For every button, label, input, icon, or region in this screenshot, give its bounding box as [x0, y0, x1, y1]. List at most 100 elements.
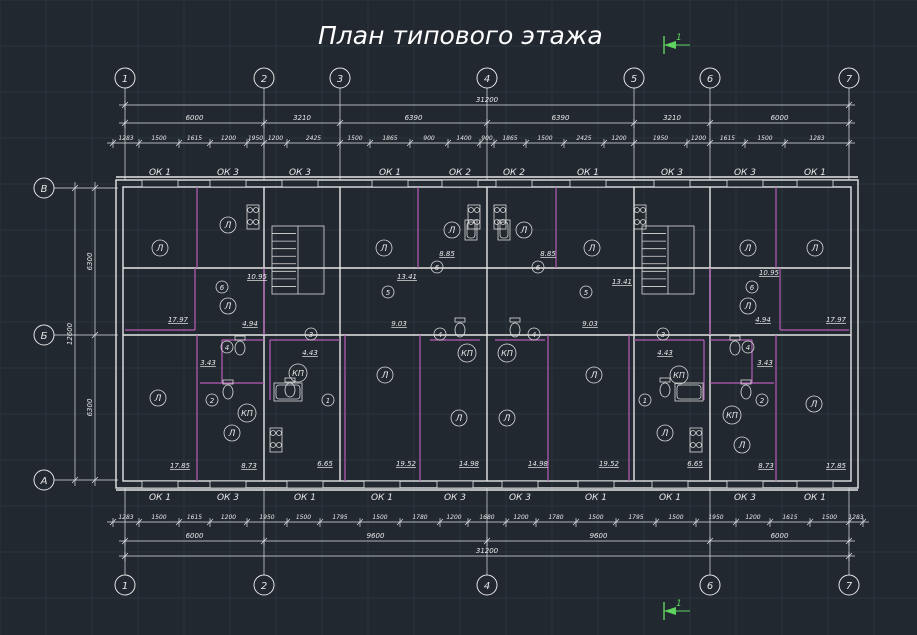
dimension-value: 1780	[412, 514, 427, 521]
tag-text: Л	[380, 244, 388, 254]
door-mark: 3	[304, 327, 318, 341]
axis-label: 4	[484, 581, 490, 592]
tag-text: КП	[241, 409, 253, 418]
tag-bubble	[375, 239, 393, 257]
dimension-value: 1500	[151, 135, 166, 142]
door-mark: 4	[433, 327, 447, 341]
tag-bubble	[237, 403, 257, 423]
bathtub-body	[273, 382, 303, 402]
dimension-value: 2425	[306, 135, 321, 142]
outer-wall	[115, 179, 859, 489]
dimension-tick	[91, 184, 99, 192]
axis-label: 3	[337, 74, 343, 85]
section-mark-label: 1	[676, 33, 682, 43]
door-mark-bubble	[741, 340, 755, 354]
dimension-value: 1200	[268, 135, 283, 142]
window-label: ОК 1	[577, 168, 599, 178]
toilet-bowl	[222, 384, 234, 400]
living-room-tag: Л	[656, 424, 674, 442]
tag-text: КП	[501, 349, 513, 358]
window-opening	[495, 179, 533, 188]
door-mark-text: 4	[532, 331, 536, 339]
room-area: 13.41	[612, 278, 632, 286]
stove-burner	[474, 207, 480, 213]
stove-burner	[270, 430, 276, 436]
toilet-fixture	[740, 379, 752, 400]
tag-bubble	[443, 221, 461, 239]
dimension-value: 6000	[771, 532, 789, 540]
tag-text: Л	[661, 429, 669, 439]
tag-text: Л	[810, 400, 818, 410]
door-mark: 4	[527, 327, 541, 341]
room-area: 9.03	[582, 320, 598, 328]
tag-bubble	[739, 297, 757, 315]
room-area: 14.98	[528, 460, 549, 468]
stove-burner	[696, 442, 702, 448]
sanitary-fixtures	[222, 204, 752, 453]
dimension-value: 1795	[332, 514, 347, 521]
door-mark-text: 1	[326, 397, 330, 405]
door-mark-text: 5	[386, 289, 391, 297]
tag-text: Л	[448, 226, 456, 236]
living-room-tag: Л	[223, 424, 241, 442]
window-label: ОК 3	[217, 493, 239, 503]
tag-bubble	[585, 366, 603, 384]
room-area: 17.85	[826, 462, 847, 470]
room-area: 6.65	[317, 460, 333, 468]
interior-partitions	[125, 187, 849, 481]
tag-bubble	[450, 409, 468, 427]
room-area: 3.43	[757, 359, 773, 367]
room-area: 4.94	[242, 320, 258, 328]
section-mark-top: 1	[663, 33, 690, 54]
room-area: 17.97	[826, 316, 847, 324]
window-opening	[441, 179, 479, 188]
drawing-title: План типового этажа	[318, 21, 603, 50]
door-mark-text: 3	[309, 331, 313, 339]
dimension-value: 1500	[537, 135, 552, 142]
dimension-value: 1615	[187, 514, 202, 521]
dimension-value: 6300	[86, 398, 94, 416]
stove-burner	[640, 207, 646, 213]
window-label: ОК 1	[804, 168, 826, 178]
door-mark-bubble	[638, 393, 652, 407]
tag-bubble	[583, 239, 601, 257]
axis-label: 1	[122, 581, 128, 592]
tag-bubble	[376, 366, 394, 384]
window-opening	[796, 480, 834, 489]
stove-burner	[247, 207, 253, 213]
section-mark-label: 1	[676, 599, 682, 609]
stairwells	[271, 225, 695, 295]
door-mark: 5	[579, 285, 593, 299]
door-mark-bubble	[220, 340, 234, 354]
dimension-value: 1780	[548, 514, 563, 521]
dimension-value: 1500	[151, 514, 166, 521]
toilet-tank	[509, 317, 521, 323]
pantry-tag: КП	[722, 405, 742, 425]
stove-burner	[468, 207, 474, 213]
axis-label: 1	[122, 74, 128, 85]
dimension-value: 6000	[186, 114, 204, 122]
dimension-value: 6000	[186, 532, 204, 540]
door-mark-text: 4	[746, 344, 750, 352]
room-area: 4.43	[302, 349, 318, 357]
door-mark-text: 6	[536, 264, 541, 272]
dimension-value: 1400	[456, 135, 471, 142]
window-opening	[501, 480, 539, 489]
stove-body	[689, 427, 703, 453]
window-label: ОК 1	[659, 493, 681, 503]
stove-burner	[634, 219, 640, 225]
axis-label: 5	[631, 74, 637, 85]
toilet-tank	[284, 377, 296, 383]
dimension-value: 1200	[691, 135, 706, 142]
room-area: 8.85	[540, 250, 556, 258]
living-room-tag: Л	[498, 409, 516, 427]
bathtub-fixture	[497, 219, 511, 241]
dimension-value: 9600	[590, 532, 608, 540]
axis-label: 6	[707, 581, 713, 592]
stove-burner	[494, 219, 500, 225]
dimension-value: 31200	[476, 96, 499, 104]
